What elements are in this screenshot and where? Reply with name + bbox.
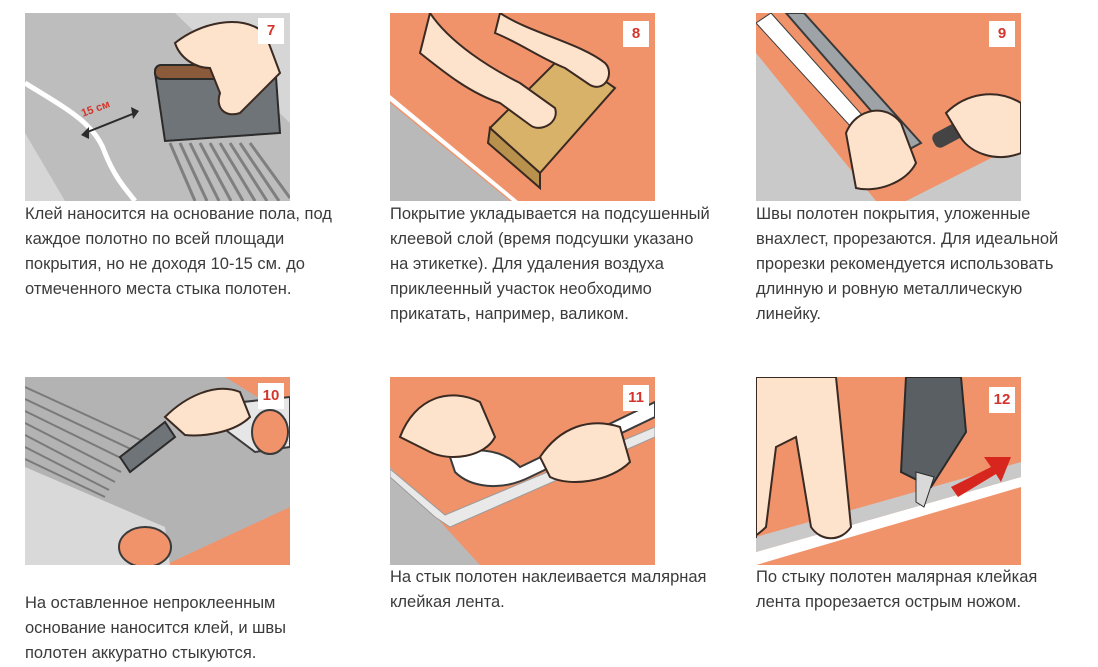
- masking-tape-icon: [390, 377, 655, 565]
- glue-spreader-icon: [25, 377, 290, 565]
- notched-trowel-icon: [25, 13, 290, 201]
- illustration-step-7: 7 15 см: [25, 13, 290, 201]
- step-number-badge: 9: [989, 21, 1015, 47]
- step-number-badge: 8: [623, 21, 649, 47]
- illustration-step-8: 8: [390, 13, 655, 201]
- step-number-badge: 10: [258, 383, 284, 409]
- step-number-badge: 11: [623, 385, 649, 411]
- step-caption: Швы полотен покрытия, уложенные внахлест…: [756, 205, 1059, 323]
- step-caption: На стык полотен наклеивается малярная кл…: [390, 568, 707, 611]
- step-caption: На оставленное непроклеенным основание н…: [25, 594, 287, 662]
- step-number-badge: 7: [258, 18, 284, 44]
- illustration-step-12: 12: [756, 377, 1021, 565]
- step-caption: Покрытие укладывается на подсушенный кле…: [390, 205, 710, 323]
- utility-knife-icon: [756, 377, 1021, 565]
- illustration-step-11: 11: [390, 377, 655, 565]
- step-caption: По стыку полотен малярная клейкая лента …: [756, 568, 1038, 611]
- illustration-step-10: 10: [25, 377, 290, 565]
- illustration-step-9: 9: [756, 13, 1021, 201]
- step-caption: Клей наносится на основание пола, под ка…: [25, 205, 332, 298]
- step-number-badge: 12: [989, 387, 1015, 413]
- wooden-block-icon: [390, 13, 655, 201]
- ruler-and-cutter-icon: [756, 13, 1021, 201]
